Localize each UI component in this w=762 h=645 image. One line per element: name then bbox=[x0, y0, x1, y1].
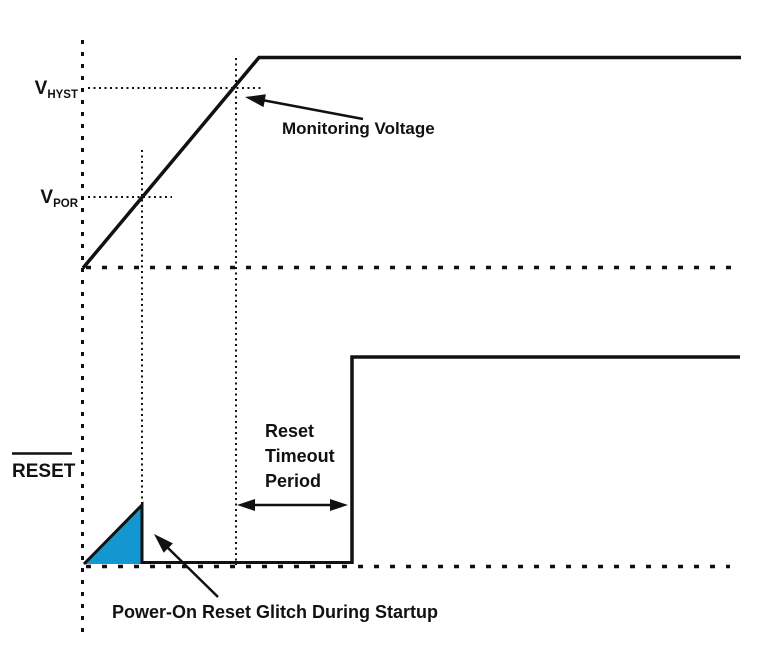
por-glitch-label: Power-On Reset Glitch During Startup bbox=[112, 602, 438, 622]
por-glitch-arrowhead-icon bbox=[154, 534, 173, 553]
reset-timeout-label-line1: Reset bbox=[265, 421, 314, 441]
reset-high-waveform bbox=[350, 355, 740, 564]
reset-timeout-arrowhead-right-icon bbox=[330, 499, 348, 511]
monitoring-voltage-arrow-shaft bbox=[261, 98, 364, 121]
monitoring-voltage-label: Monitoring Voltage bbox=[282, 119, 435, 138]
reset-timeout-label-line3: Period bbox=[265, 471, 321, 491]
monitoring-voltage-arrowhead-icon bbox=[245, 94, 266, 108]
por-glitch-arrow-shaft bbox=[165, 545, 219, 598]
reset-timeout-arrowhead-left-icon bbox=[237, 499, 255, 511]
monitoring-voltage-waveform bbox=[81, 55, 741, 270]
por-glitch-triangle bbox=[82, 501, 144, 566]
vhyst-label: VHYST bbox=[35, 78, 78, 101]
vpor-label: VPOR bbox=[40, 187, 78, 210]
reset-timeout-label-line2: Timeout bbox=[265, 446, 335, 466]
reset-signal-label: RESET bbox=[12, 461, 76, 482]
